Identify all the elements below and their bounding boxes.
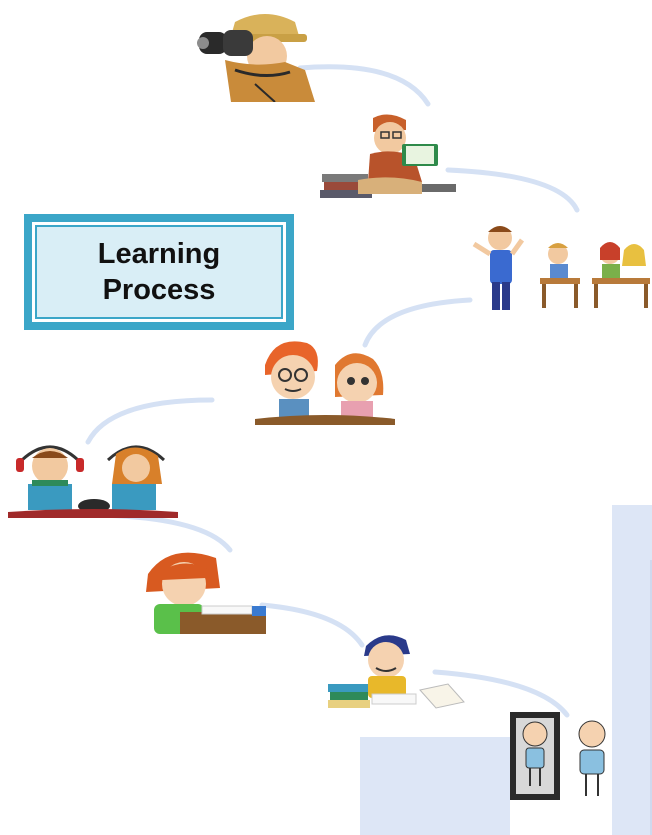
connector-3 <box>362 297 473 348</box>
title-frame: Learning Process <box>32 222 286 322</box>
two-students-icon <box>255 341 395 425</box>
studying-boy-icon <box>328 635 465 709</box>
title-line-2: Process <box>102 274 216 306</box>
title-line-1: Learning <box>97 238 221 270</box>
background-panel-strip <box>650 560 652 835</box>
connector-6 <box>259 602 365 648</box>
writing-girl-icon <box>146 552 266 634</box>
teacher-class-icon <box>472 226 650 310</box>
mirror-reflection-icon <box>510 712 606 800</box>
connector-2 <box>445 167 580 213</box>
background-panel-right <box>612 505 652 835</box>
title-panel: Learning Process <box>35 225 283 319</box>
binoculars-explorer-icon <box>197 14 315 102</box>
connector-7 <box>432 669 570 718</box>
reading-student-icon <box>320 114 456 198</box>
connector-1 <box>297 64 431 107</box>
background-panel-bottom <box>360 737 510 835</box>
headphones-students-icon <box>8 445 178 518</box>
connector-4 <box>85 397 215 445</box>
title-box: Learning Process <box>24 214 294 330</box>
